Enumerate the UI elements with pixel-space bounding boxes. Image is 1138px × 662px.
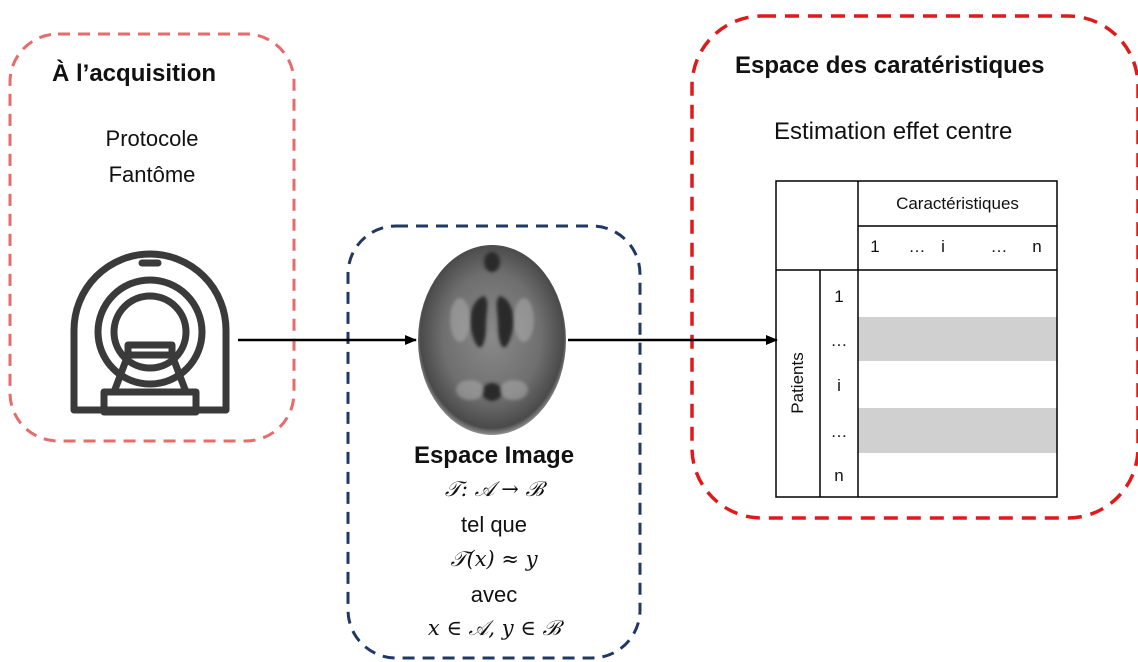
image-space-title: Espace Image <box>413 442 575 469</box>
image-space-eq-mapping: 𝒯: 𝒜 → ℬ <box>444 477 544 501</box>
table-row-index-n: n <box>834 466 844 485</box>
image-space-eq-approx: 𝒯(𝑥) ≈ 𝑦 <box>450 547 538 571</box>
table-row-index-ellipsis-1: … <box>830 331 848 350</box>
image-space-eq-membership: 𝑥 ∈ 𝒜, 𝑦 ∈ ℬ <box>427 616 561 640</box>
table-row-header: Patients <box>788 352 807 414</box>
feature-space-box <box>690 14 1138 520</box>
table-col-index-n: n <box>1032 237 1042 256</box>
table-col-index-1: 1 <box>870 237 880 256</box>
table-row-index-ellipsis-2: … <box>830 422 848 441</box>
table-col-index-ellipsis-2: … <box>990 237 1008 256</box>
feature-table <box>775 180 1058 498</box>
acquisition-box <box>8 32 296 443</box>
ct-scanner-icon <box>70 250 230 416</box>
table-row-shade-1 <box>858 317 1057 361</box>
image-space-avec: avec <box>470 582 518 607</box>
acquisition-line-fantome: Fantôme <box>108 162 196 187</box>
brain-scan-image <box>418 245 566 435</box>
table-col-index-ellipsis-1: … <box>908 237 926 256</box>
feature-space-subtitle: Estimation effet centre <box>774 118 1013 145</box>
feature-space-title: Espace des caratéristiques <box>735 52 1045 79</box>
table-row-shade-2 <box>858 408 1057 453</box>
acquisition-title: À l’acquisition <box>52 60 217 87</box>
table-row-index-i: i <box>837 376 841 395</box>
acquisition-line-protocole: Protocole <box>105 126 199 151</box>
image-space-tel-que: tel que <box>460 512 528 537</box>
table-row-index-1: 1 <box>834 287 844 306</box>
table-col-index-i: i <box>941 237 945 256</box>
table-column-header: Caractéristiques <box>896 194 1019 213</box>
image-space-box <box>346 224 642 660</box>
